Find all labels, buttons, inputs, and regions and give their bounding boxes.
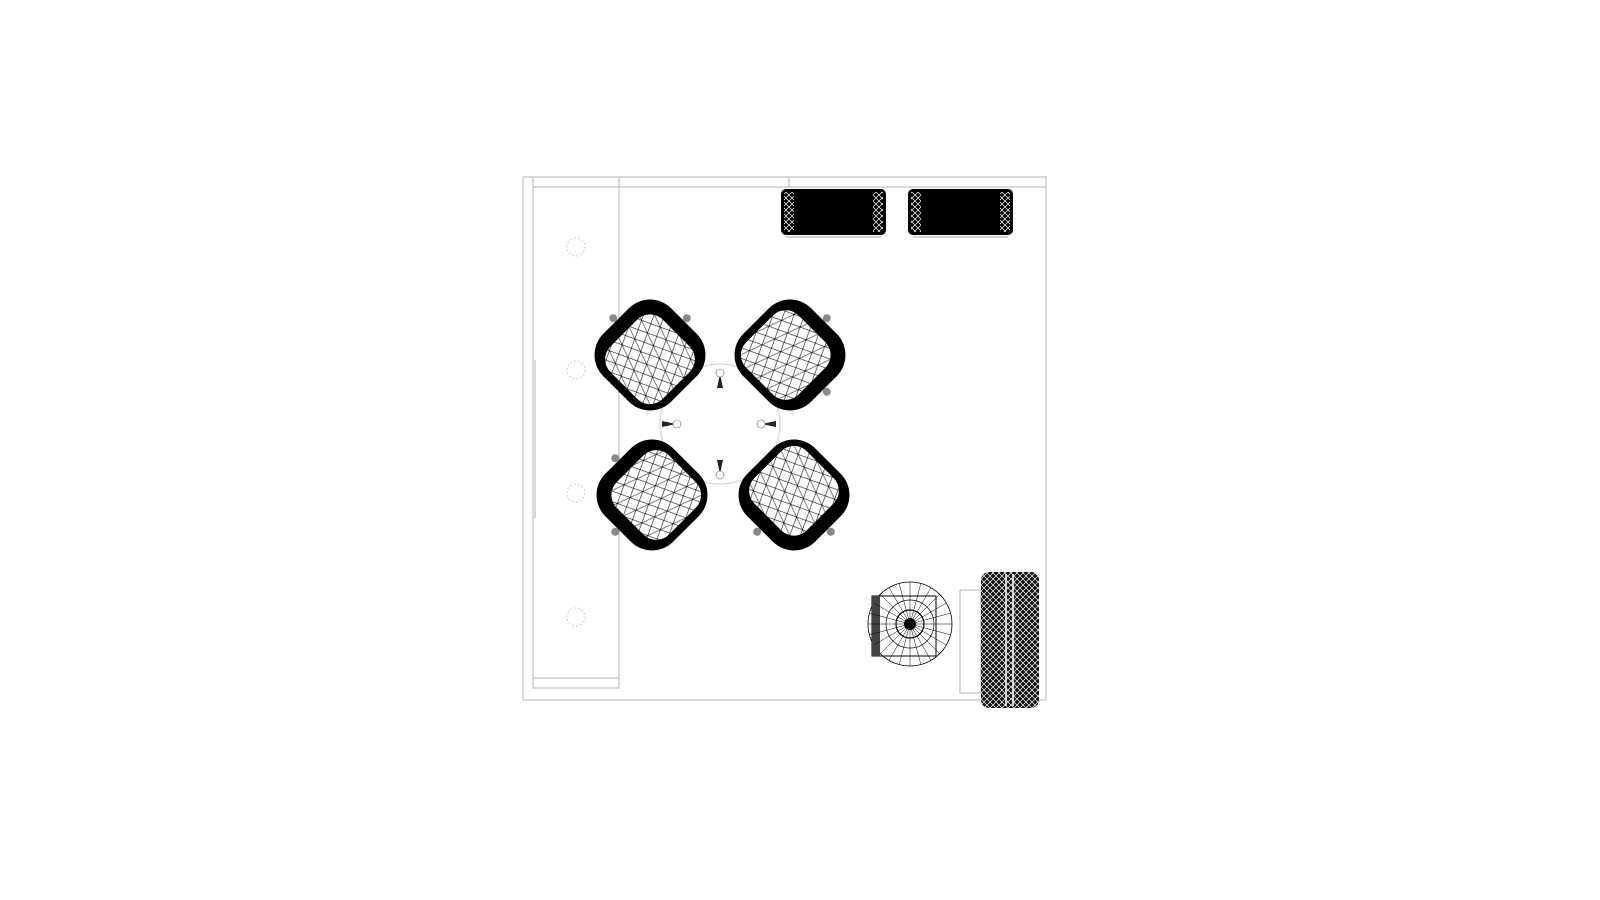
ceiling-light-markers bbox=[566, 237, 586, 627]
armchair bbox=[596, 439, 708, 551]
bottom-shelf bbox=[532, 677, 620, 689]
round-stool bbox=[867, 581, 953, 667]
room-outline bbox=[522, 176, 1047, 701]
spotlight-icon bbox=[662, 419, 682, 429]
room-walls bbox=[522, 176, 1047, 701]
spotlight-icon bbox=[715, 368, 725, 388]
sofa bbox=[781, 189, 886, 238]
spotlight-icon bbox=[756, 419, 776, 429]
long-bench bbox=[981, 572, 1039, 708]
light-marker bbox=[566, 483, 586, 503]
sofa bbox=[908, 189, 1013, 238]
center-table bbox=[659, 363, 781, 485]
armchair bbox=[738, 439, 850, 551]
bench-base bbox=[959, 589, 982, 694]
spotlight-icon bbox=[715, 460, 725, 480]
light-marker bbox=[566, 360, 586, 380]
armchair bbox=[734, 299, 846, 411]
light-marker bbox=[566, 237, 586, 257]
armchair bbox=[594, 299, 706, 411]
light-marker bbox=[566, 607, 586, 627]
